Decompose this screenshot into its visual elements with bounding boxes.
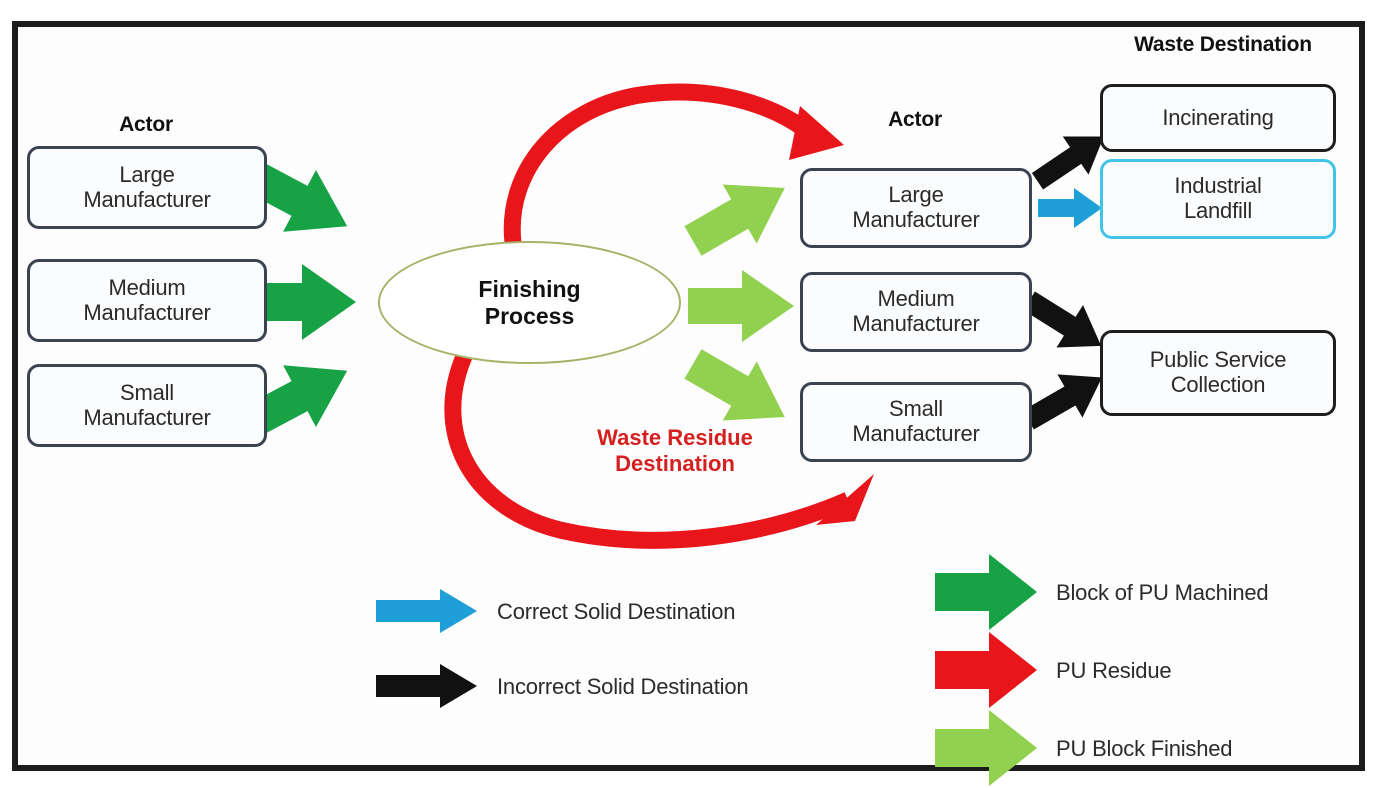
black-arrow-small-to-public: [1022, 374, 1102, 430]
left-actor-medium-label: Medium Manufacturer: [83, 274, 211, 325]
legend-label-block-of-pu-machined: Block of PU Machined: [1056, 580, 1269, 605]
left-actor-small-manufacturer[interactable]: Small Manufacturer: [27, 364, 267, 447]
left-actor-large-manufacturer[interactable]: Large Manufacturer: [27, 146, 267, 229]
blue-arrow-large-to-landfill: [1038, 188, 1102, 228]
destination-public-service-collection-label: Public Service Collection: [1149, 347, 1287, 397]
legend-icon-blue-straight-arrow-icon: [376, 589, 477, 633]
right-actor-large-label: Large Manufacturer: [852, 182, 980, 232]
lightgreen-arrow-process-to-small: [684, 349, 785, 421]
legend-icon-black-straight-arrow-icon: [376, 664, 477, 708]
right-actor-small-manufacturer[interactable]: Small Manufacturer: [800, 382, 1032, 462]
right-actor-large-manufacturer[interactable]: Large Manufacturer: [800, 168, 1032, 248]
destination-incinerating[interactable]: Incinerating: [1100, 84, 1336, 152]
red-curve-arrow-bottom: [444, 348, 874, 549]
red-curve-arrow-top: [503, 83, 844, 244]
waste-residue-destination-caption: Waste Residue Destination: [597, 425, 753, 476]
destination-industrial-landfill-label: Industrial Landfill: [1174, 173, 1262, 223]
lightgreen-arrow-process-to-medium: [688, 270, 794, 342]
green-arrow-medium-to-process: [240, 264, 356, 340]
legend-label-pu-block-finished: PU Block Finished: [1056, 736, 1233, 761]
finishing-process-ellipse[interactable]: Finishing Process: [378, 241, 681, 364]
legend-icon-light-green-block-arrow-icon: [935, 710, 1037, 786]
left-actor-large-label: Large Manufacturer: [83, 161, 211, 212]
lightgreen-arrow-process-to-large: [684, 184, 785, 256]
destination-industrial-landfill[interactable]: Industrial Landfill: [1100, 159, 1336, 239]
left-actor-group-title: Actor: [119, 113, 173, 136]
right-actor-medium-label: Medium Manufacturer: [852, 286, 980, 336]
right-actor-medium-manufacturer[interactable]: Medium Manufacturer: [800, 272, 1032, 352]
black-arrow-large-to-incinerating: [1031, 136, 1104, 190]
left-actor-small-label: Small Manufacturer: [83, 379, 211, 430]
waste-destination-group-title: Waste Destination: [1134, 33, 1312, 56]
legend-label-incorrect-solid-destination: Incorrect Solid Destination: [497, 674, 749, 699]
legend-label-correct-solid-destination: Correct Solid Destination: [497, 599, 736, 624]
legend-icon-red-block-arrow-icon: [935, 632, 1037, 708]
right-actor-small-label: Small Manufacturer: [852, 396, 980, 446]
legend-icon-dark-green-block-arrow-icon: [935, 554, 1037, 630]
legend-label-pu-residue: PU Residue: [1056, 658, 1172, 683]
destination-incinerating-label: Incinerating: [1162, 104, 1274, 130]
right-actor-group-title: Actor: [888, 108, 942, 131]
left-actor-medium-manufacturer[interactable]: Medium Manufacturer: [27, 259, 267, 342]
destination-public-service-collection[interactable]: Public Service Collection: [1100, 330, 1336, 416]
finishing-process-label: Finishing Process: [478, 276, 581, 329]
black-arrow-medium-to-public: [1023, 291, 1102, 348]
